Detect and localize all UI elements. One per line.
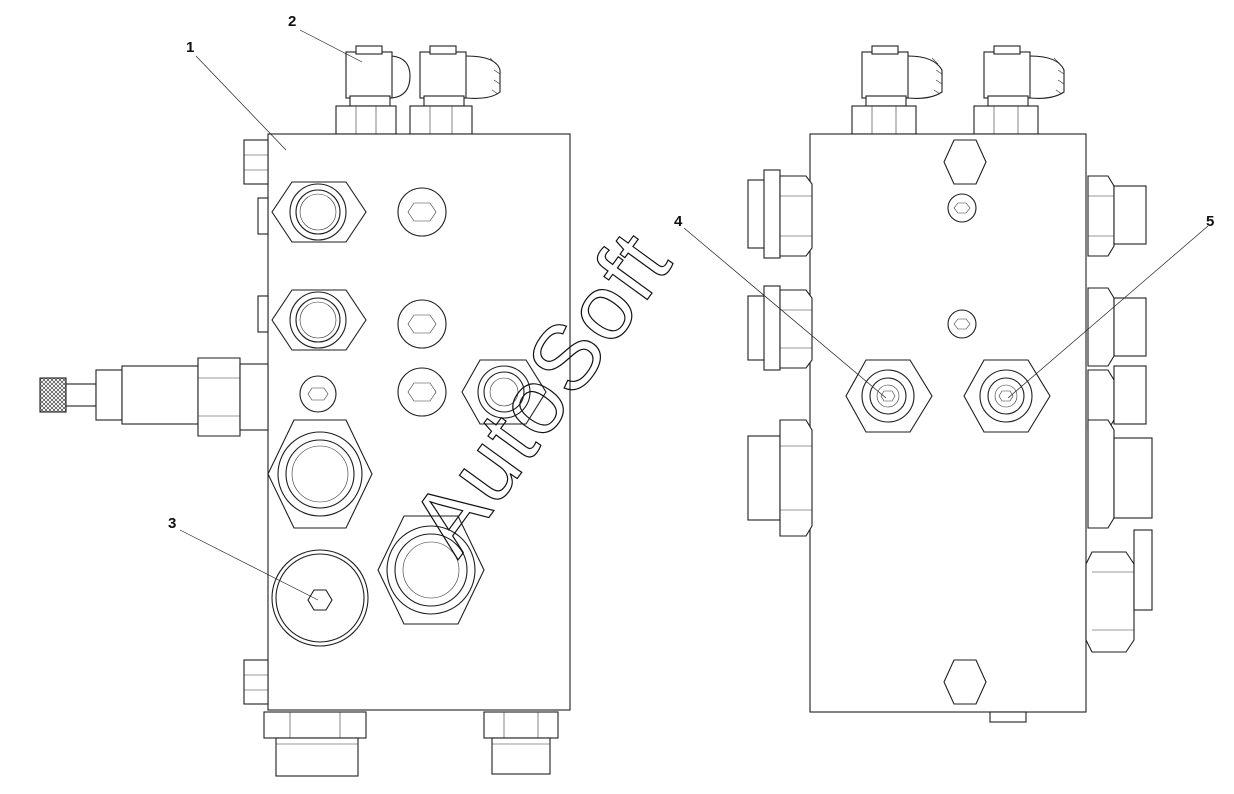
port-fitting-upper-1	[271, 181, 367, 243]
left-view	[39, 45, 571, 777]
cap-plug	[271, 549, 369, 647]
callout-leaders	[179, 29, 1209, 601]
right-side-fittings	[1085, 175, 1153, 653]
side-plug-lower	[243, 659, 269, 705]
right-view	[747, 45, 1153, 723]
left-side-fittings	[747, 169, 813, 537]
solenoid-coil-left-2	[409, 45, 501, 135]
port-5	[963, 359, 1051, 433]
callout-1: 1	[186, 39, 194, 56]
port-fitting-large-bottom	[377, 515, 485, 625]
bottom-fitting-2	[483, 711, 559, 775]
plug-screws	[299, 187, 447, 417]
side-plug-upper	[243, 139, 269, 185]
port-fitting-upper-2	[271, 289, 367, 351]
callout-4: 4	[674, 213, 683, 230]
valve-body-rear	[809, 133, 1087, 713]
hex-plug-bottom	[943, 659, 987, 705]
hex-plug-top	[943, 139, 987, 185]
callout-3: 3	[168, 515, 176, 532]
pressure-sensor	[39, 357, 269, 437]
solenoid-coil-left-1	[335, 45, 411, 135]
port-4	[845, 359, 933, 433]
bottom-fitting-1	[263, 711, 367, 777]
solenoid-coil-right-1	[851, 45, 943, 135]
callout-2: 2	[288, 13, 296, 30]
callout-5: 5	[1206, 213, 1214, 230]
solenoid-coil-right-2	[973, 45, 1065, 135]
port-fitting-right	[461, 359, 547, 425]
port-fitting-large-left	[267, 419, 373, 529]
